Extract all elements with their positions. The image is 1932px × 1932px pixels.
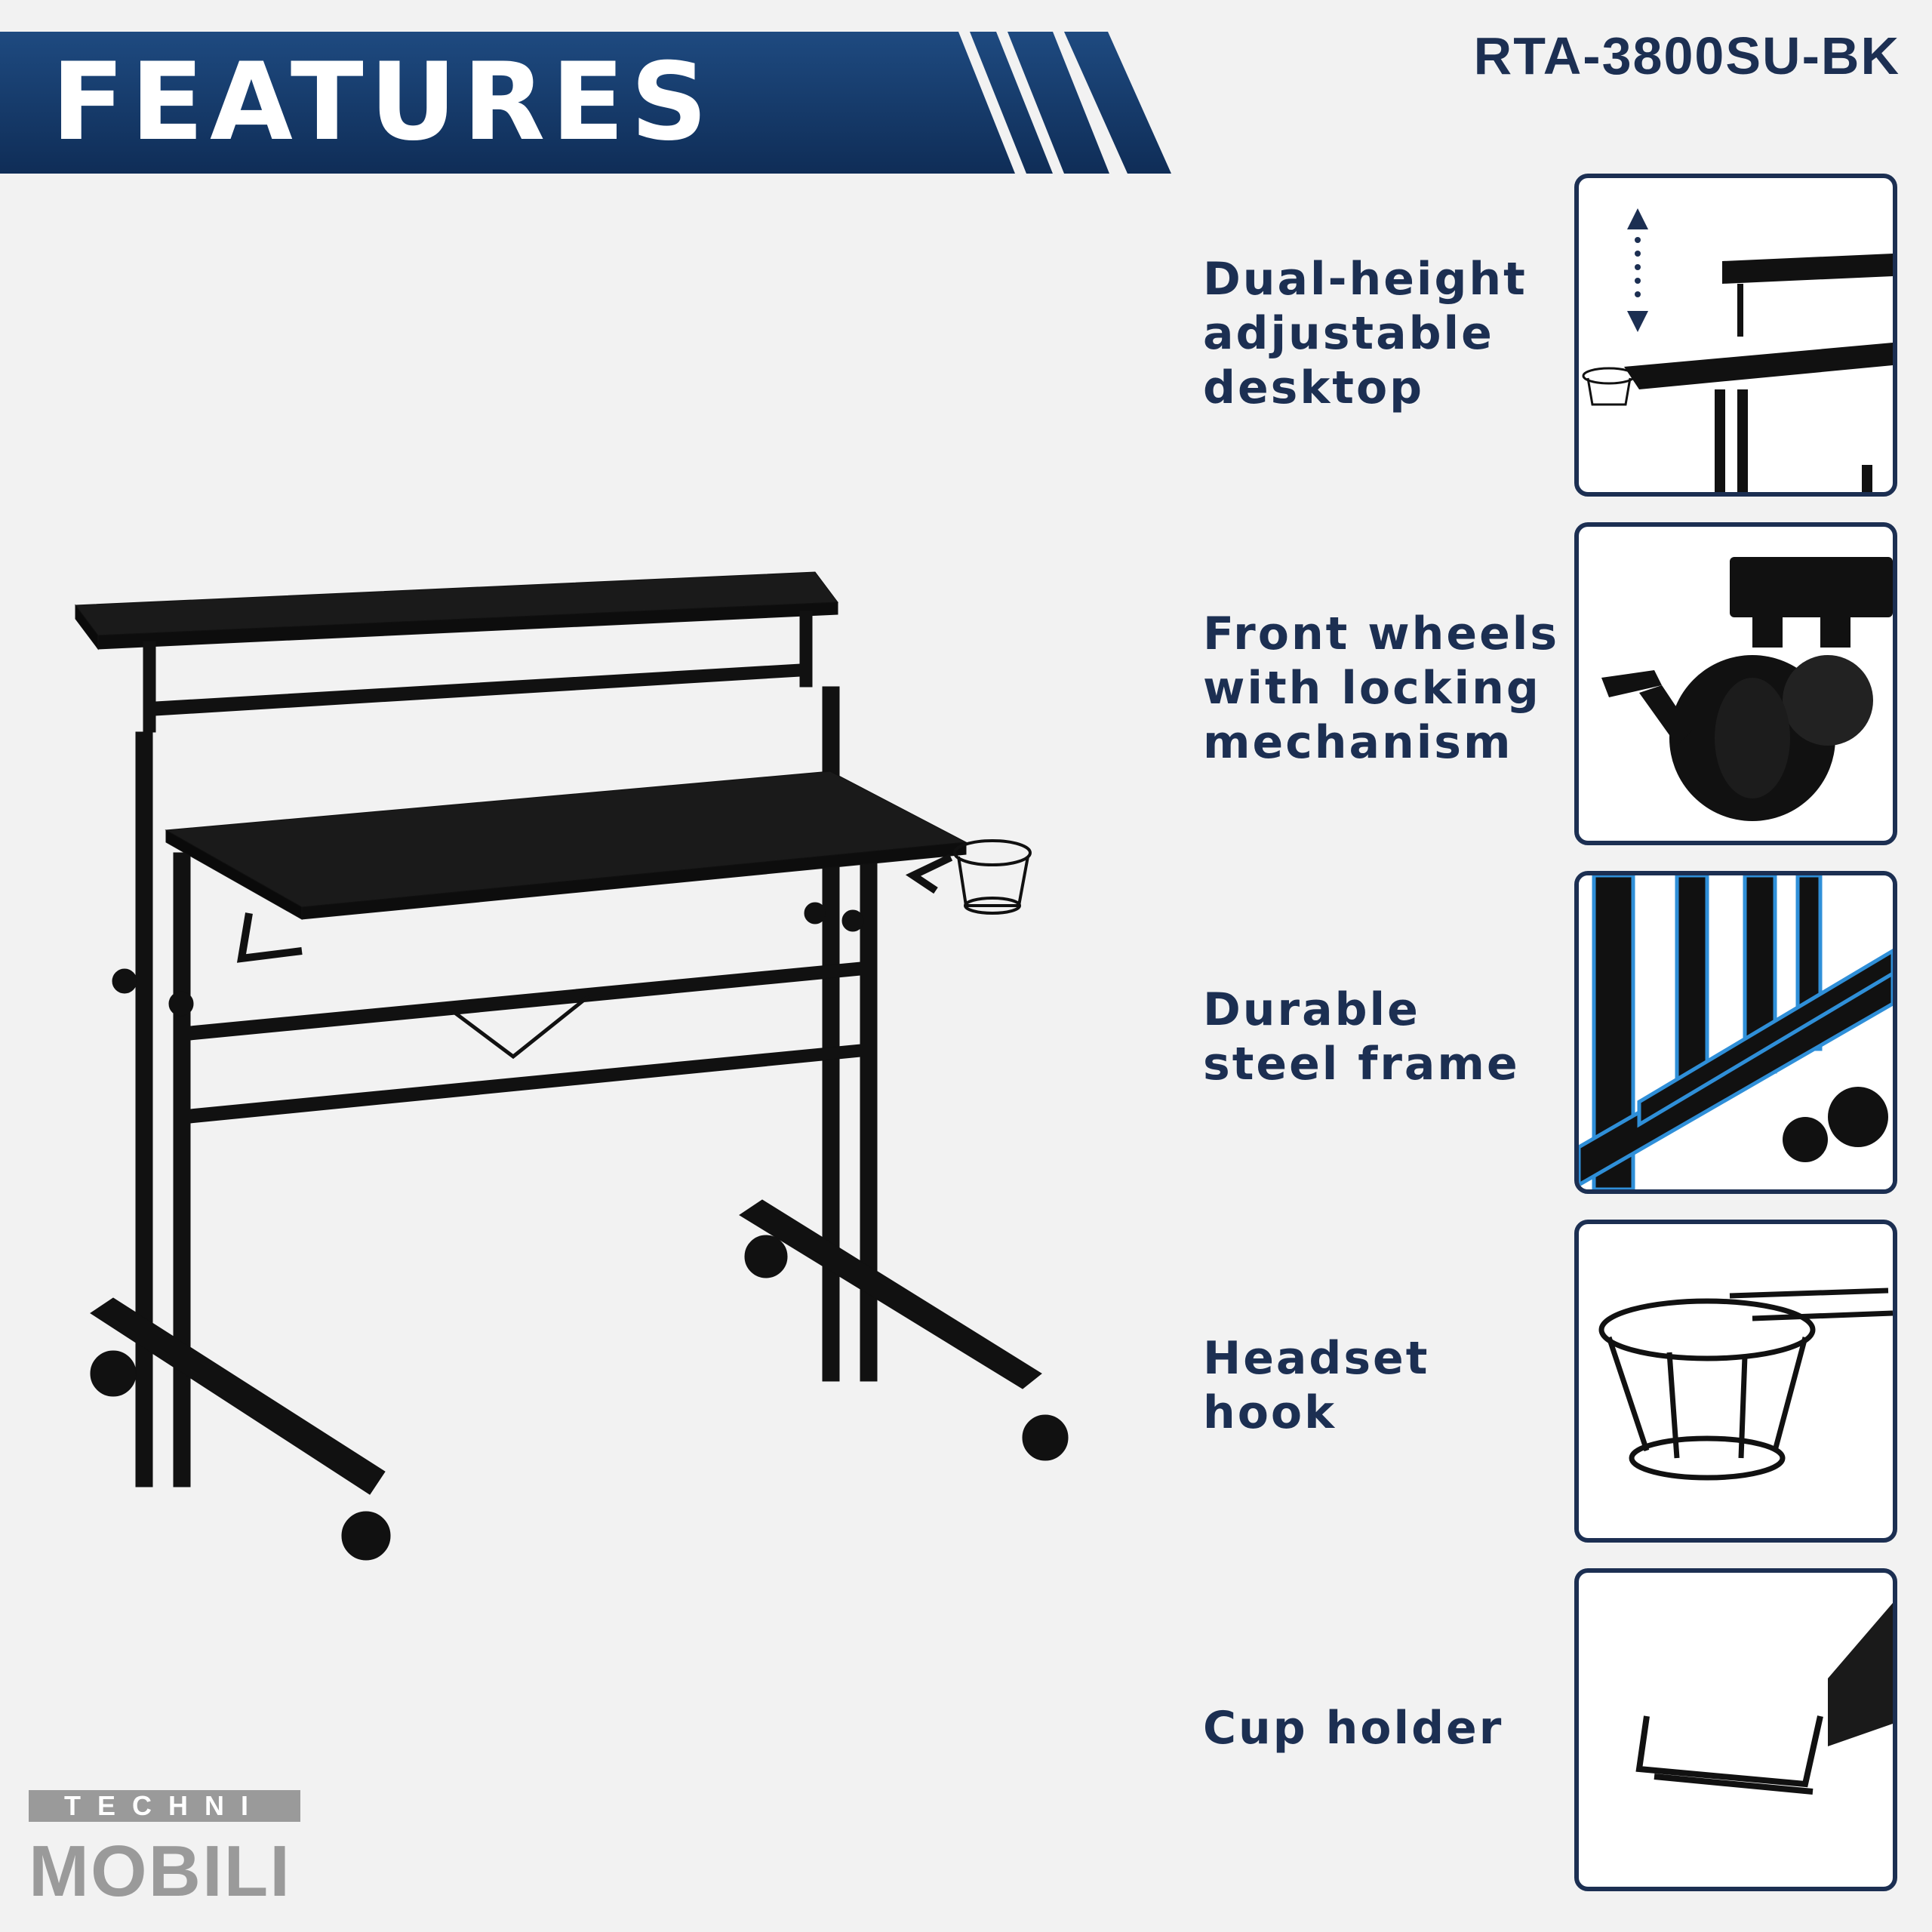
feature-label-steel-frame: Durable steel frame	[1203, 983, 1520, 1091]
locking-wheel-thumbnail-icon	[1574, 522, 1897, 845]
model-number: RTA-3800SU-BK	[1473, 26, 1900, 85]
svg-text:TECHNI: TECHNI	[64, 1790, 265, 1821]
page-title: FEATURES	[51, 40, 714, 165]
feature-label-locking-wheels: Front wheels with locking mechanism	[1203, 608, 1560, 769]
svg-text:MOBILI: MOBILI	[29, 1831, 291, 1903]
feature-label-headset-hook: Headset hook	[1203, 1332, 1430, 1439]
feature-label-cup-holder: Cup holder	[1203, 1702, 1504, 1755]
steel-frame-thumbnail-icon	[1574, 871, 1897, 1194]
hook-thumbnail-icon	[1574, 1568, 1897, 1891]
header-banner	[0, 32, 1171, 174]
feature-label-dual-height: Dual-height adjustable desktop	[1203, 253, 1527, 414]
wire-holder-thumbnail-icon	[1574, 1220, 1897, 1543]
desk-product-image	[75, 571, 1069, 1561]
desk-height-thumbnail-icon	[1574, 174, 1897, 497]
brand-logo: TECHNI MOBILI	[29, 1790, 300, 1903]
